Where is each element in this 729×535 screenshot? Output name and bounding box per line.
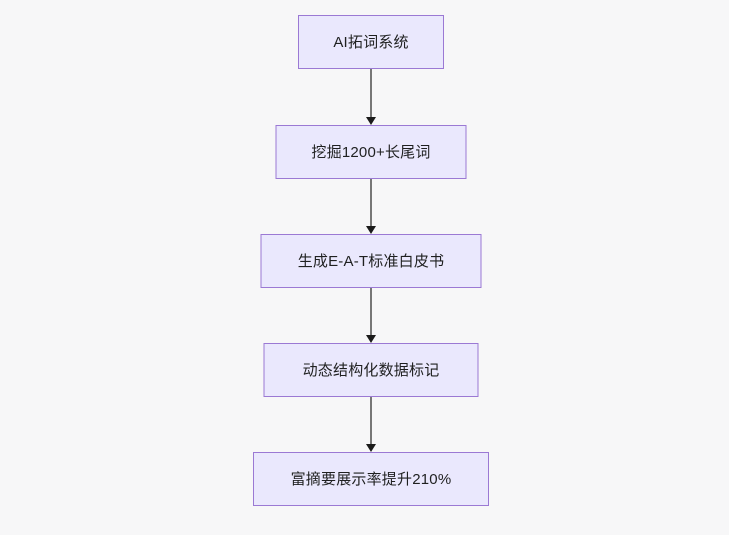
arrow-head-icon: [366, 117, 376, 125]
arrow-head-icon: [366, 444, 376, 452]
arrow-head-icon: [366, 335, 376, 343]
flow-node-1[interactable]: AI拓词系统: [298, 15, 444, 69]
flow-node-1-label: AI拓词系统: [333, 33, 409, 51]
flow-node-2[interactable]: 挖掘1200+长尾词: [275, 125, 467, 179]
flow-node-4-label: 动态结构化数据标记: [302, 361, 440, 379]
flow-node-5[interactable]: 富摘要展示率提升210%: [253, 452, 489, 506]
flow-edge-2-line: [370, 179, 372, 227]
flow-edge-1: [364, 69, 378, 125]
flow-node-4[interactable]: 动态结构化数据标记: [263, 343, 479, 397]
flow-node-3-label: 生成E-A-T标准白皮书: [297, 252, 445, 270]
flow-edge-2: [364, 179, 378, 234]
flow-edge-1-line: [370, 69, 372, 118]
flow-node-3[interactable]: 生成E-A-T标准白皮书: [260, 234, 482, 288]
flow-edge-3: [364, 288, 378, 343]
flow-edge-4: [364, 397, 378, 452]
flow-edge-4-line: [370, 397, 372, 445]
arrow-head-icon: [366, 226, 376, 234]
flow-node-5-label: 富摘要展示率提升210%: [290, 470, 452, 488]
flow-edge-3-line: [370, 288, 372, 336]
flow-node-2-label: 挖掘1200+长尾词: [311, 143, 431, 161]
